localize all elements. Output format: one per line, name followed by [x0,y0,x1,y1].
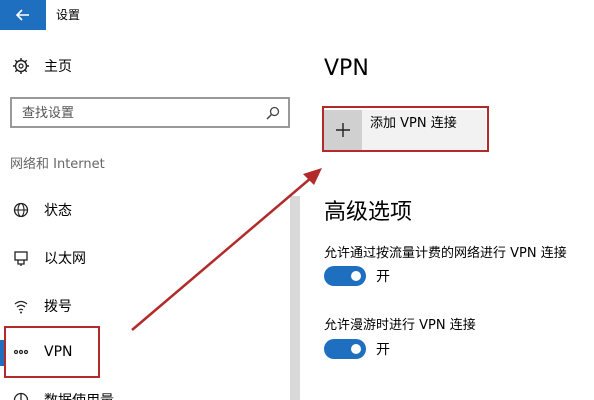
ethernet-icon [12,249,30,267]
add-vpn-button[interactable]: 添加 VPN 连接 [324,110,486,150]
home-nav-item[interactable]: 主页 [12,56,72,76]
metered-toggle-row: 开 [324,266,390,286]
sidebar-item-label: 拨号 [44,299,72,315]
metered-option-label: 允许通过按流量计费的网络进行 VPN 连接 [324,246,567,261]
sidebar-scrollbar[interactable] [290,196,300,400]
main-panel: VPN 添加 VPN 连接 高级选项 允许通过按流量计费的网络进行 VPN 连接… [300,30,594,400]
dialup-icon [12,297,30,315]
metered-toggle-state: 开 [376,269,390,285]
search-icon[interactable] [266,106,280,120]
home-label: 主页 [44,59,72,75]
section-header: 网络和 Internet [10,157,105,172]
advanced-options-title: 高级选项 [324,200,413,225]
search-input[interactable] [22,103,252,123]
selection-indicator [0,340,5,366]
page-title: VPN [324,56,369,81]
sidebar-item-status[interactable]: 状态 [0,194,290,226]
roaming-toggle-state: 开 [376,342,390,358]
back-arrow-icon [16,9,29,21]
roaming-toggle-row: 开 [324,339,390,359]
sidebar-item-label: 以太网 [44,251,86,267]
search-box[interactable] [10,97,290,128]
title-bar: 设置 [0,0,594,30]
sidebar-item-dialup[interactable]: 拨号 [0,290,290,322]
globe-icon [12,201,30,219]
window-title: 设置 [56,8,81,22]
roaming-toggle[interactable] [324,339,366,359]
roaming-option-label: 允许漫游时进行 VPN 连接 [324,318,476,333]
annotation-box-add-vpn [322,106,489,152]
sidebar-item-ethernet[interactable]: 以太网 [0,242,290,274]
annotation-box-vpn [4,326,100,378]
sidebar-item-vpn[interactable]: VPN [0,336,290,368]
metered-toggle[interactable] [324,266,366,286]
sidebar-item-label: 状态 [44,203,72,219]
vpn-icon [12,343,30,361]
back-button[interactable] [0,0,46,30]
sidebar-item-label: VPN [44,344,73,360]
sidebar-item-label: 数据使用量 [44,390,114,400]
plus-icon [324,110,362,150]
add-vpn-label: 添加 VPN 连接 [370,116,457,131]
sidebar-item-data-usage[interactable]: 数据使用量 [0,384,290,400]
gear-icon [13,58,29,74]
data-usage-icon [12,391,30,400]
